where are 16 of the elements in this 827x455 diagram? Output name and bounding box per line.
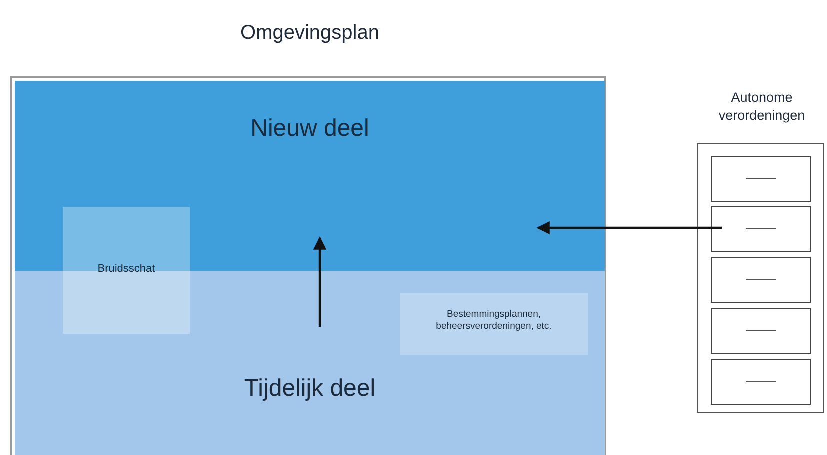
drawer-box xyxy=(711,308,811,354)
arrow xyxy=(313,236,327,327)
section-title: Tijdelijk deel xyxy=(243,374,377,404)
frame-heading: Autonome verordeningen xyxy=(718,89,806,124)
drawer-box xyxy=(711,257,811,303)
section-band xyxy=(15,81,605,271)
drawer-box xyxy=(711,206,811,252)
info-panel xyxy=(63,207,190,334)
arrow xyxy=(536,221,722,235)
section-band xyxy=(15,271,605,455)
frame-heading: Omgevingsplan xyxy=(240,21,380,46)
drawer-box xyxy=(711,156,811,202)
section-title: Nieuw deel xyxy=(250,114,370,144)
drawer-box xyxy=(711,359,811,405)
panel-label: Bruidsschat xyxy=(96,262,156,276)
panel-label: Bestemmingsplannen, beheersverordeningen, etc. xyxy=(435,309,553,334)
